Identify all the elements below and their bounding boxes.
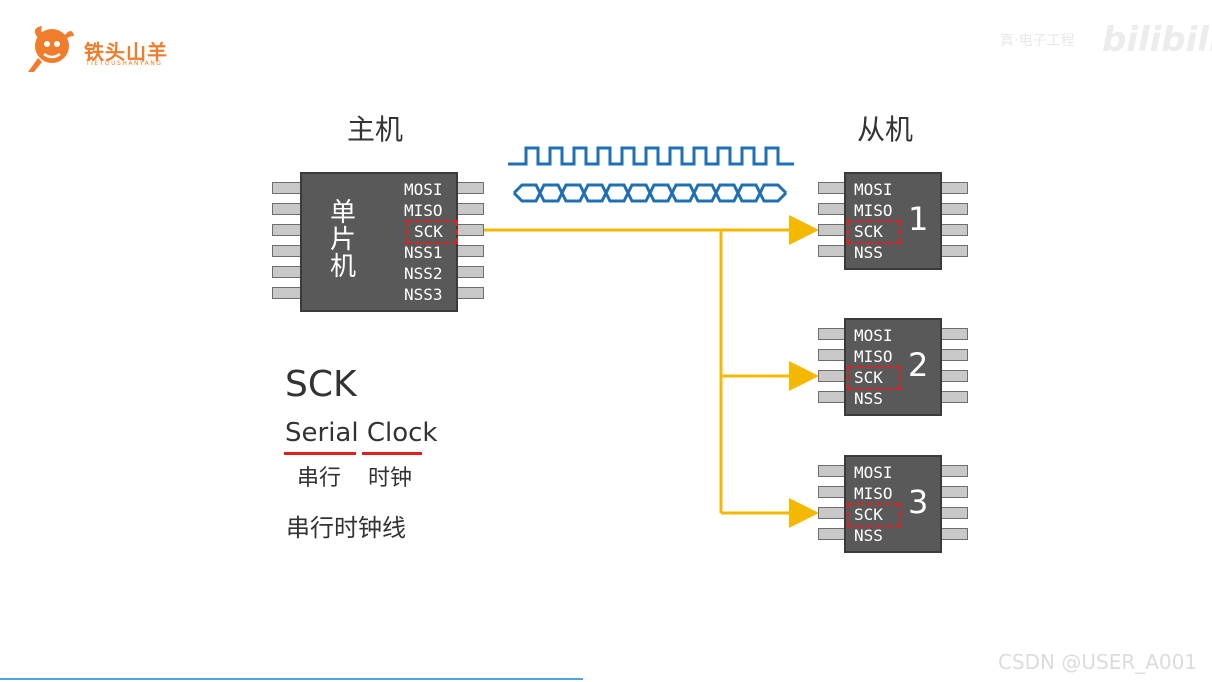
master-pin-nss2: NSS2: [404, 264, 443, 283]
slave-chip-body: MOSI MISO SCK NSS 3: [844, 455, 942, 553]
slave-heading: 从机: [857, 113, 914, 146]
slave-pin-miso: MISO: [854, 484, 893, 503]
slave-left-pin: [818, 528, 846, 540]
logo-name: 铁头山羊: [84, 40, 168, 64]
clock-square-wave-icon: [508, 146, 794, 166]
logo-subtitle: TIETOUSHANYANG: [86, 60, 163, 67]
data-bus-icon: [512, 183, 788, 203]
master-left-pin: [272, 224, 302, 236]
csdn-watermark: CSDN @USER_A001: [998, 650, 1198, 674]
word-clock: Clock: [366, 418, 438, 448]
serial-clock-text: Serial Clock: [285, 418, 437, 448]
slave-pin-sck: SCK: [854, 505, 883, 524]
slave-left-pin: [818, 507, 846, 519]
master-right-pin: [456, 266, 484, 278]
slave-right-pin: [940, 370, 968, 382]
waveform-diagram: [508, 146, 794, 203]
slave-left-pin: [818, 224, 846, 236]
slave-right-pin: [940, 486, 968, 498]
slave-left-pin: [818, 486, 846, 498]
slave-right-pin: [940, 224, 968, 236]
word-serial: Serial: [285, 418, 359, 448]
slave-pin-mosi: MOSI: [854, 326, 893, 345]
master-left-pin: [272, 203, 302, 215]
slave-right-pin: [940, 349, 968, 361]
master-left-pin: [272, 182, 302, 194]
watermark-text: 真·电子工程: [1000, 33, 1075, 49]
slave-pin-nss: NSS: [854, 243, 883, 262]
slave-right-pin: [940, 328, 968, 340]
serial-underline: [284, 452, 356, 455]
slave-pin-miso: MISO: [854, 201, 893, 220]
slave-pin-mosi: MOSI: [854, 180, 893, 199]
slave-chip-3: MOSI MISO SCK NSS 3: [818, 455, 968, 553]
master-right-pin: [456, 245, 484, 257]
master-right-pin: [456, 182, 484, 194]
slave-sck-highlight: [847, 220, 901, 244]
slave-left-pin: [818, 203, 846, 215]
master-chip: 单 片 机 MOSI MISO SCK NSS1 NSS2 NSS3: [272, 172, 484, 312]
slave-right-pin: [940, 203, 968, 215]
slave-right-pin: [940, 465, 968, 477]
slave-pin-sck: SCK: [854, 368, 883, 387]
slave-pin-mosi: MOSI: [854, 463, 893, 482]
clock-underline: [362, 452, 422, 455]
slave-number: 3: [908, 483, 929, 521]
footer-divider: [0, 678, 583, 680]
slave-sck-highlight: [847, 503, 901, 527]
slave-left-pin: [818, 465, 846, 477]
sck-acronym: SCK: [285, 364, 357, 405]
slave-pin-nss: NSS: [854, 526, 883, 545]
slave-pin-miso: MISO: [854, 347, 893, 366]
slave-left-pin: [818, 245, 846, 257]
serial-cn: 串行: [297, 466, 342, 491]
mcu-label-char: 片: [329, 225, 356, 255]
slave-number: 2: [908, 346, 929, 384]
master-right-pin: [456, 224, 484, 236]
slave-right-pin: [940, 245, 968, 257]
master-left-pin: [272, 245, 302, 257]
slave-left-pin: [818, 182, 846, 194]
master-chip-body: 单 片 机 MOSI MISO SCK NSS1 NSS2 NSS3: [300, 172, 458, 312]
slave-number: 1: [908, 200, 929, 238]
slave-left-pin: [818, 391, 846, 403]
slave-right-pin: [940, 528, 968, 540]
slave-pin-nss: NSS: [854, 389, 883, 408]
slave-left-pin: [818, 328, 846, 340]
slave-right-pin: [940, 182, 968, 194]
slave-sck-highlight: [847, 366, 901, 390]
mcu-label-char: 单: [329, 198, 356, 228]
master-left-pin: [272, 266, 302, 278]
master-pin-sck: SCK: [414, 222, 443, 241]
slave-left-pin: [818, 349, 846, 361]
full-cn-term: 串行时钟线: [286, 514, 406, 542]
slave-chip-body: MOSI MISO SCK NSS 2: [844, 318, 942, 416]
slave-chip-1: MOSI MISO SCK NSS 1: [818, 172, 968, 270]
mcu-label-char: 机: [329, 252, 356, 282]
slave-right-pin: [940, 507, 968, 519]
master-right-pin: [456, 203, 484, 215]
master-pin-nss3: NSS3: [404, 285, 443, 304]
master-left-pin: [272, 287, 302, 299]
slave-chip-body: MOSI MISO SCK NSS 1: [844, 172, 942, 270]
slave-left-pin: [818, 370, 846, 382]
master-pin-nss1: NSS1: [404, 243, 443, 262]
master-sck-highlight: [406, 220, 458, 244]
goat-logo-icon: [28, 26, 74, 72]
master-heading: 主机: [347, 113, 404, 146]
master-pin-mosi: MOSI: [404, 180, 443, 199]
master-right-pin: [456, 287, 484, 299]
bilibili-watermark: bilibili: [1102, 20, 1212, 60]
clock-cn: 时钟: [368, 466, 413, 491]
master-pin-miso: MISO: [404, 201, 443, 220]
slave-chip-2: MOSI MISO SCK NSS 2: [818, 318, 968, 416]
slave-pin-sck: SCK: [854, 222, 883, 241]
slave-right-pin: [940, 391, 968, 403]
